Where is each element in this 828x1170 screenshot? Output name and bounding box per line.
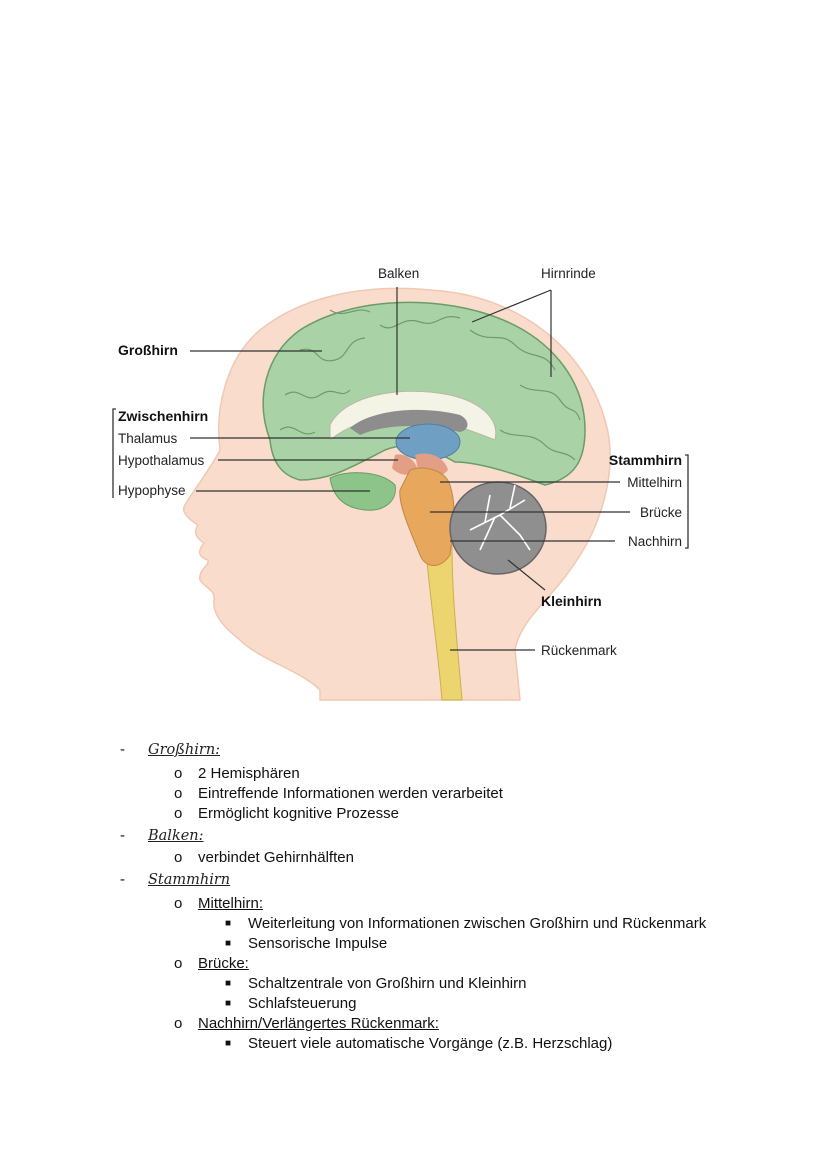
label-thalamus: Thalamus — [118, 431, 178, 446]
list-item-text: Schaltzentrale von Großhirn und Kleinhir… — [248, 975, 527, 992]
cerebrum-folds — [279, 309, 581, 461]
label-mittelhirn: Mittelhirn — [627, 475, 682, 490]
label-nachhirn: Nachhirn — [628, 534, 682, 549]
list-item-text: Sensorische Impulse — [248, 935, 388, 952]
brain-diagram: Balken Hirnrinde Großhirn Zwischenhirn T… — [112, 266, 689, 701]
label-zwischenhirn: Zwischenhirn — [118, 408, 208, 424]
label-hypophyse: Hypophyse — [118, 483, 186, 498]
cerebellum-arbor — [469, 484, 531, 551]
spinal-cord-shape — [424, 539, 463, 701]
list-item: o — [174, 849, 183, 866]
brainstem-shape — [399, 467, 455, 566]
subsection-nachhirn: Nachhirn/Verlängertes Rückenmark: — [198, 1015, 439, 1032]
label-stammhirn: Stammhirn — [609, 452, 682, 468]
list-item-text: Schlafsteuerung — [248, 995, 357, 1012]
label-kleinhirn: Kleinhirn — [541, 593, 602, 609]
leader-lines — [112, 287, 689, 651]
subsection-mittelhirn: Mittelhirn: — [198, 895, 264, 912]
cerebellum-shape — [449, 481, 547, 575]
list-item-text: Ermöglicht kognitive Prozesse — [198, 805, 399, 822]
label-grosshirn: Großhirn — [118, 342, 178, 358]
subsection-bruecke: Brücke: — [198, 955, 249, 972]
label-rueckenmark: Rückenmark — [541, 643, 617, 658]
list-item-text: Eintreffende Informationen werden verarb… — [198, 785, 503, 802]
list-item-text: 2 Hemisphären — [198, 765, 300, 782]
list-item: o — [174, 785, 183, 802]
section-title: Balken: — [148, 828, 204, 844]
list-item: o — [174, 805, 183, 822]
label-hypothalamus: Hypothalamus — [118, 453, 205, 468]
label-balken: Balken — [378, 266, 419, 281]
list-item: o — [174, 765, 183, 782]
list-item-text: verbindet Gehirnhälften — [198, 849, 354, 866]
section-title: Großhirn: — [148, 742, 221, 758]
label-hirnrinde: Hirnrinde — [541, 266, 596, 281]
label-bruecke: Brücke — [640, 505, 682, 520]
list-item-text: Weiterleitung von Informationen zwischen… — [248, 915, 707, 932]
section-title: Stammhirn — [148, 872, 231, 888]
list-item-text: Steuert viele automatische Vorgänge (z.B… — [248, 1035, 613, 1052]
